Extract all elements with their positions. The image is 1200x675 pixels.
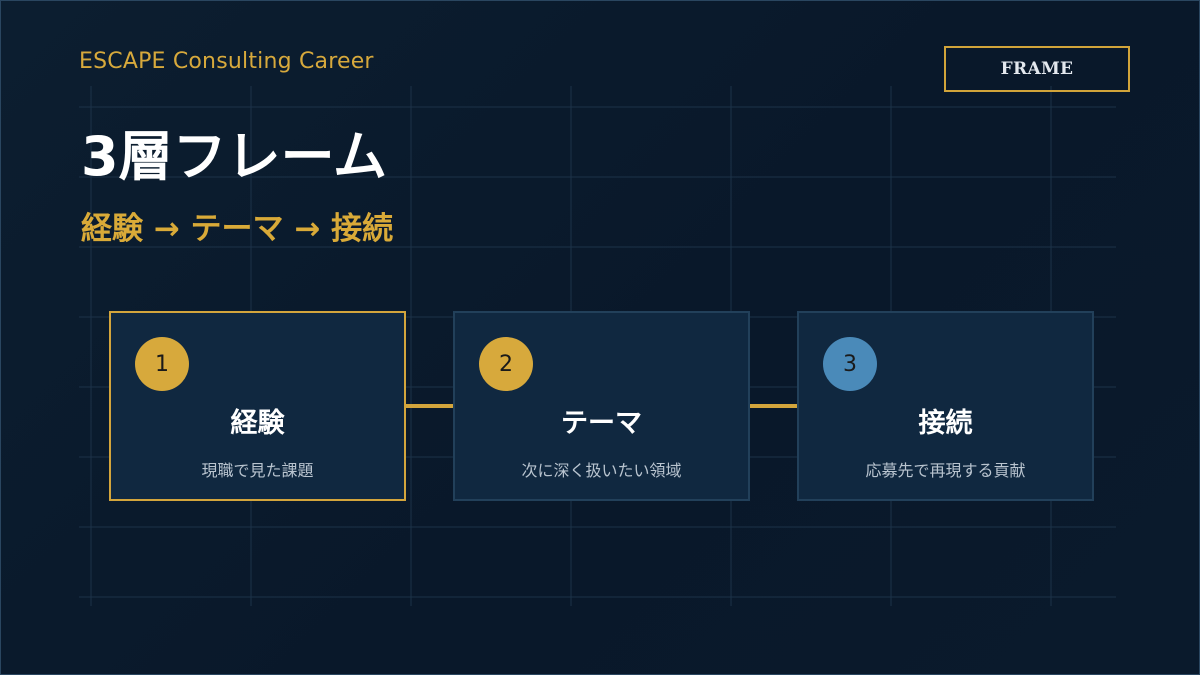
page-title: 3層フレーム: [81, 125, 387, 188]
step-card-connection: 3 接続 応募先で再現する貢献: [797, 311, 1094, 501]
page-subtitle: 経験 → テーマ → 接続: [81, 211, 394, 247]
step-description: 現職で見た課題: [201, 461, 314, 480]
step-description: 応募先で再現する貢献: [865, 461, 1026, 480]
step-title: 接続: [918, 408, 973, 439]
connector-2-3: [749, 404, 799, 408]
step-title: 経験: [230, 408, 285, 439]
step-description: 次に深く扱いたい領域: [521, 461, 682, 480]
step-number-badge: 2: [479, 337, 533, 391]
step-title: テーマ: [561, 408, 642, 439]
frame-badge: FRAME: [944, 46, 1130, 92]
step-number-badge: 3: [823, 337, 877, 391]
step-card-experience: 1 経験 現職で見た課題: [109, 311, 406, 501]
step-number-badge: 1: [135, 337, 189, 391]
brand-name: ESCAPE Consulting Career: [79, 49, 374, 74]
connector-1-2: [405, 404, 455, 408]
step-card-theme: 2 テーマ 次に深く扱いたい領域: [453, 311, 750, 501]
